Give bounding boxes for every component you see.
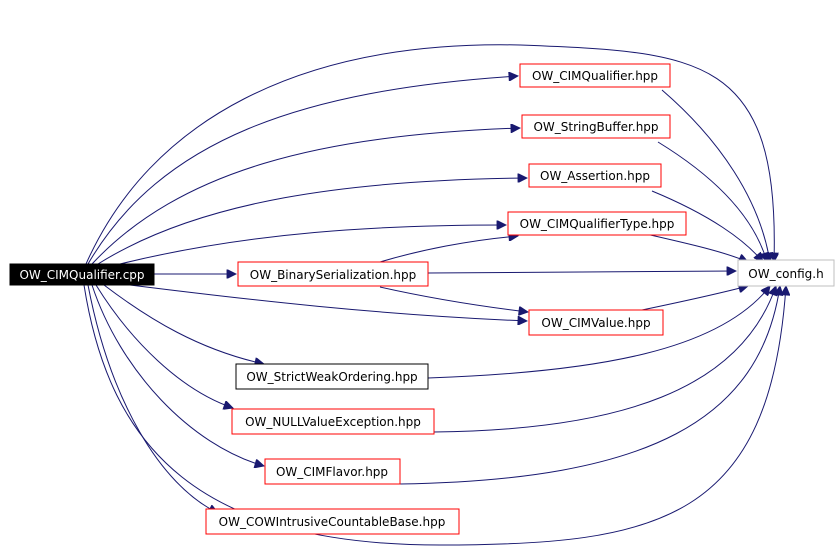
node-qualifier-hpp-label: OW_CIMQualifier.hpp	[532, 69, 658, 83]
node-root-box	[9, 263, 155, 286]
node-binaryserialization-box	[237, 261, 429, 287]
edge-root-to-cowintrusive	[87, 284, 218, 513]
edge-root-to-stringbuffer	[91, 128, 520, 265]
node-qualifier-hpp[interactable]: OW_CIMQualifier.hpp	[519, 63, 671, 88]
edge-strictweak-to-config	[427, 286, 770, 379]
node-strictweak-box	[235, 363, 429, 390]
node-cimflavor-label: OW_CIMFlavor.hpp	[276, 465, 388, 479]
edge-binaryserialization-to-config	[427, 271, 736, 273]
edge-qualifiertype-to-config	[645, 233, 748, 262]
node-cimvalue-box	[528, 309, 664, 336]
node-nullvalue[interactable]: OW_NULLValueException.hpp	[231, 408, 435, 435]
node-stringbuffer-box	[521, 114, 671, 139]
node-config[interactable]: OW_config.h	[737, 259, 835, 287]
node-qualifiertype-label: OW_CIMQualifierType.hpp	[520, 217, 675, 231]
node-binaryserialization-label: OW_BinarySerialization.hpp	[250, 268, 416, 282]
edge-stringbuffer-to-config	[657, 141, 767, 262]
node-config-box	[737, 259, 835, 287]
edge-root-to-cimflavor	[91, 284, 264, 466]
node-qualifier-hpp-box	[519, 63, 671, 88]
edge-root-to-config-top	[85, 44, 774, 265]
edge-cimvalue-to-config	[641, 286, 748, 311]
edge-nullvalue-to-config	[433, 286, 776, 433]
edges	[83, 44, 786, 546]
node-stringbuffer[interactable]: OW_StringBuffer.hpp	[521, 114, 671, 139]
node-cowintrusive[interactable]: OW_COWIntrusiveCountableBase.hpp	[205, 508, 460, 535]
node-root-label: OW_CIMQualifier.cpp	[19, 268, 144, 282]
edge-root-to-nullvalue	[95, 284, 233, 408]
edge-root-to-config-bottom	[83, 284, 786, 546]
edge-root-to-assertion	[97, 178, 527, 265]
node-qualifiertype[interactable]: OW_CIMQualifierType.hpp	[507, 211, 687, 236]
nodes: OW_CIMQualifier.cpp OW_CIMQualifier.hpp …	[9, 63, 835, 535]
edge-qualifier-hpp-to-config	[661, 89, 770, 262]
node-cimflavor-box	[264, 458, 401, 485]
node-assertion-box	[528, 163, 662, 188]
edge-binaryserialization-to-qualifiertype	[379, 236, 518, 263]
node-cimflavor[interactable]: OW_CIMFlavor.hpp	[264, 458, 401, 485]
node-binaryserialization[interactable]: OW_BinarySerialization.hpp	[237, 261, 429, 287]
node-strictweak-label: OW_StrictWeakOrdering.hpp	[246, 370, 417, 384]
node-assertion-label: OW_Assertion.hpp	[540, 169, 650, 183]
node-cimvalue-label: OW_CIMValue.hpp	[541, 316, 650, 330]
node-strictweak[interactable]: OW_StrictWeakOrdering.hpp	[235, 363, 429, 390]
node-qualifiertype-box	[507, 211, 687, 236]
edge-binaryserialization-to-cimvalue	[379, 286, 528, 312]
node-config-label: OW_config.h	[748, 267, 823, 281]
node-nullvalue-label: OW_NULLValueException.hpp	[245, 415, 421, 429]
edge-assertion-to-config	[651, 190, 763, 262]
node-nullvalue-box	[231, 408, 435, 435]
node-cowintrusive-label: OW_COWIntrusiveCountableBase.hpp	[219, 515, 446, 529]
node-assertion[interactable]: OW_Assertion.hpp	[528, 163, 662, 188]
node-cimvalue[interactable]: OW_CIMValue.hpp	[528, 309, 664, 336]
edge-root-to-qualifier-hpp	[87, 76, 518, 265]
edge-root-to-qualifiertype	[119, 225, 506, 265]
node-cowintrusive-box	[205, 508, 460, 535]
edge-root-to-cimvalue	[129, 284, 527, 321]
node-root[interactable]: OW_CIMQualifier.cpp	[9, 263, 155, 286]
edge-cimflavor-to-config	[399, 286, 780, 485]
node-stringbuffer-label: OW_StringBuffer.hpp	[533, 120, 658, 134]
edge-root-to-strictweak	[103, 284, 264, 364]
